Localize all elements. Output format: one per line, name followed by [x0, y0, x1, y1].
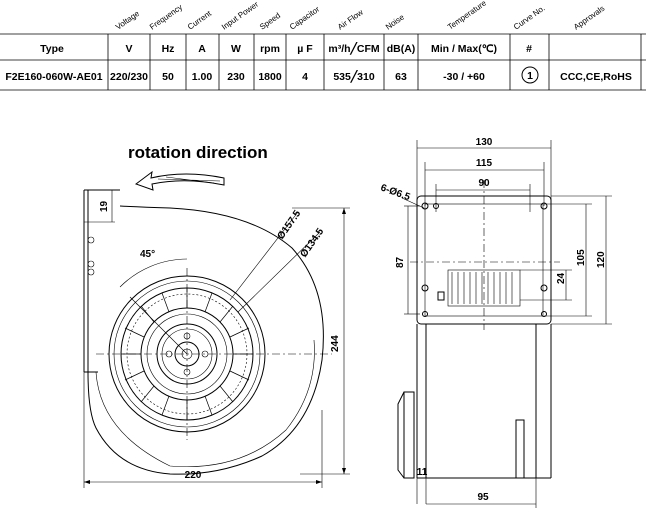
- hdr-current: Current: [186, 9, 214, 32]
- unit-power: W: [231, 43, 241, 55]
- rotation-direction-label: rotation direction: [128, 143, 268, 162]
- hdr-speed: Speed: [258, 11, 282, 32]
- dim-dia-inner: Ø134.5: [298, 226, 326, 260]
- hdr-frequency: Frequency: [148, 3, 184, 32]
- unit-capacitor: µ F: [297, 43, 313, 55]
- curve-number-circle: [521, 66, 539, 84]
- dim-24: 24: [556, 272, 567, 284]
- unit-current: A: [198, 43, 206, 55]
- hdr-type: Type: [40, 43, 64, 55]
- hdr-capacitor: Capacitor: [288, 4, 321, 31]
- hdr-input-power: Input Power: [220, 0, 260, 32]
- dim-11: 11: [417, 467, 428, 478]
- dim-width-220: 220: [185, 470, 202, 481]
- unit-speed: rpm: [260, 43, 280, 55]
- unit-airflow: m³/h╱CFM: [328, 41, 379, 55]
- noise-value: 63: [395, 71, 407, 83]
- speed-value: 1800: [258, 71, 282, 83]
- hdr-temperature: Temperature: [446, 0, 488, 32]
- side-view: 130 115 90 6-Ø6.5: [379, 137, 612, 508]
- unit-temperature: Min / Max(℃): [431, 43, 497, 55]
- dim-95: 95: [477, 492, 489, 503]
- curve-number-value: 1: [527, 70, 533, 82]
- dim-120: 120: [596, 251, 607, 268]
- arrow-hatch: [157, 176, 221, 184]
- capacitor-value: 4: [302, 71, 308, 83]
- unit-frequency: Hz: [162, 43, 175, 55]
- rotation-arrow-icon: [134, 170, 225, 191]
- hdr-curve-no: Curve No.: [512, 4, 547, 32]
- dim-115: 115: [476, 158, 493, 169]
- model-number: F2E160-060W-AE01: [5, 71, 102, 83]
- hdr-noise: Noise: [384, 12, 406, 31]
- unit-curve: #: [526, 43, 532, 55]
- voltage-value: 220/230: [110, 71, 148, 83]
- unit-noise: dB(A): [387, 43, 416, 55]
- unit-voltage: V: [125, 43, 132, 55]
- dim-130: 130: [476, 137, 493, 148]
- spec-table: Voltage Frequency Current Input Power Sp…: [0, 0, 646, 91]
- temperature-value: -30 / +60: [443, 71, 485, 83]
- current-value: 1.00: [192, 71, 213, 83]
- dim-19: 19: [99, 200, 110, 212]
- hdr-voltage: Voltage: [114, 9, 141, 32]
- dim-height-244: 244: [330, 335, 341, 352]
- dim-dia-outer: Ø157.5: [275, 208, 303, 242]
- power-value: 230: [227, 71, 245, 83]
- front-view: rotation direction 19: [83, 143, 350, 488]
- frequency-value: 50: [162, 71, 174, 83]
- airflow-value: 535╱310: [333, 69, 375, 83]
- dim-87: 87: [395, 256, 406, 268]
- dim-angle: 45°: [140, 249, 155, 260]
- scroll-housing: [87, 205, 324, 475]
- hdr-approvals: Approvals: [572, 4, 606, 32]
- approvals-value: CCC,CE,RoHS: [560, 71, 632, 83]
- hdr-airflow: Air Flow: [336, 8, 365, 32]
- dim-105: 105: [576, 249, 587, 266]
